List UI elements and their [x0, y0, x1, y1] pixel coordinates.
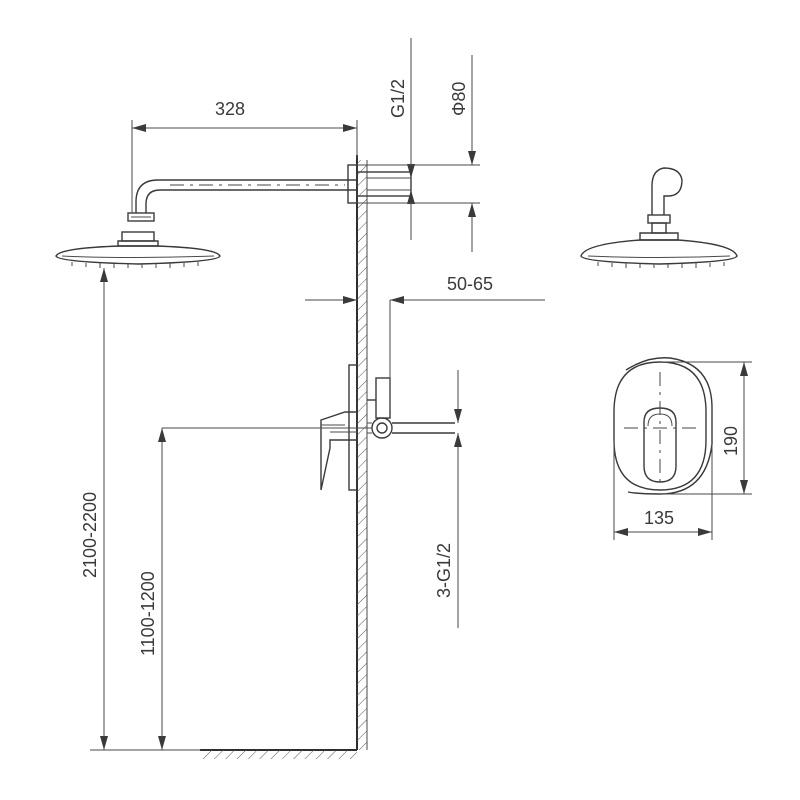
dim-plate-height: 190	[660, 361, 752, 495]
dim-arm-length: 328	[131, 99, 358, 213]
shower-arm	[127, 179, 357, 222]
dim-valve-ports: 3-G1/2	[434, 370, 462, 628]
floor	[200, 749, 357, 759]
dim-head-height: 2100-2200	[80, 268, 200, 751]
dim-head-height-label: 2100-2200	[80, 492, 100, 578]
nozzle-row	[71, 262, 199, 268]
dim-valve-height-label: 1100-1200	[138, 571, 158, 656]
shower-head-front	[580, 167, 738, 268]
dim-wall-depth: 50-65	[305, 274, 545, 410]
dim-wall-depth-label: 50-65	[447, 274, 493, 294]
dim-flange-diameter-label: Φ80	[449, 82, 469, 116]
dim-inlet-thread-label: G1/2	[388, 79, 408, 118]
cover-plate-front	[613, 357, 713, 495]
dim-plate-width-label: 135	[644, 508, 674, 528]
dim-valve-height: 1100-1200	[138, 427, 372, 750]
shower-head-side	[55, 231, 221, 268]
dim-plate-height-label: 190	[721, 426, 741, 456]
dim-flange-diameter: Φ80	[357, 55, 480, 252]
wall-flange	[347, 164, 412, 204]
dim-valve-ports-label: 3-G1/2	[434, 543, 454, 598]
dim-arm-length-label: 328	[215, 99, 245, 119]
dim-plate-width: 135	[613, 440, 713, 540]
wall	[356, 155, 368, 750]
dim-inlet-thread: G1/2	[388, 38, 415, 240]
